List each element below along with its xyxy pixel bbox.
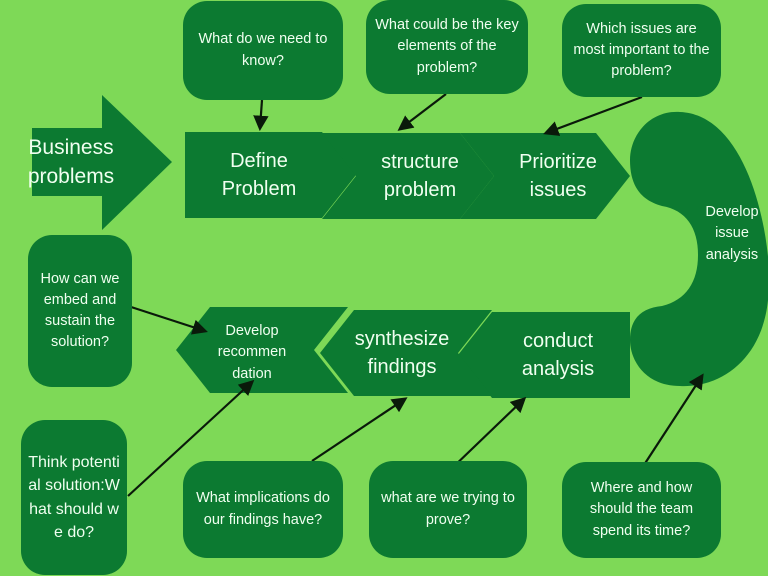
question-implications: What implications do our findings have? — [183, 461, 343, 558]
synthesize-findings-shape — [320, 310, 492, 396]
define-problem-shape — [185, 132, 356, 218]
recommendation-label: Develop recommen dation — [217, 323, 287, 382]
arrow-structure — [397, 93, 447, 131]
conduct-analysis-shape — [458, 312, 630, 398]
synthesize-findings-label: synthesize findings — [354, 328, 450, 378]
arrow-prove — [447, 396, 527, 473]
issue-analysis-turn-shape — [630, 111, 768, 387]
arrow-potential — [127, 379, 255, 497]
question-structure: What could be the key elements of the pr… — [366, 0, 528, 94]
question-potential: Think potential solution:What should we … — [21, 420, 127, 575]
prioritize-issues-label: Prioritize issues — [519, 151, 597, 201]
structure-problem-label: structure problem — [381, 151, 459, 201]
prioritize-issues-shape — [460, 133, 630, 219]
structure-problem-shape — [322, 133, 494, 219]
question-embed: How can we embed and sustain the solutio… — [28, 235, 132, 387]
arrow-embed — [127, 304, 208, 335]
arrow-define — [253, 99, 269, 132]
issue-analysis-label: Develop issue analysis — [705, 204, 759, 263]
question-define: What do we need to know? — [183, 1, 343, 100]
define-problem-label: Define Problem — [221, 150, 297, 200]
conduct-analysis-label: conduct analysis — [521, 330, 595, 380]
arrow-prioritize — [543, 95, 643, 136]
entry-arrow-label: Business problems — [27, 135, 115, 188]
arrow-implications — [311, 397, 408, 462]
question-prioritize: Which issues are most important to the p… — [562, 4, 721, 97]
question-prove: what are we trying to prove? — [369, 461, 527, 558]
entry-arrow-shape — [32, 95, 172, 230]
question-spend: Where and how should the team spend its … — [562, 462, 721, 558]
recommendation-shape — [176, 307, 348, 393]
arrow-spend — [641, 373, 704, 469]
